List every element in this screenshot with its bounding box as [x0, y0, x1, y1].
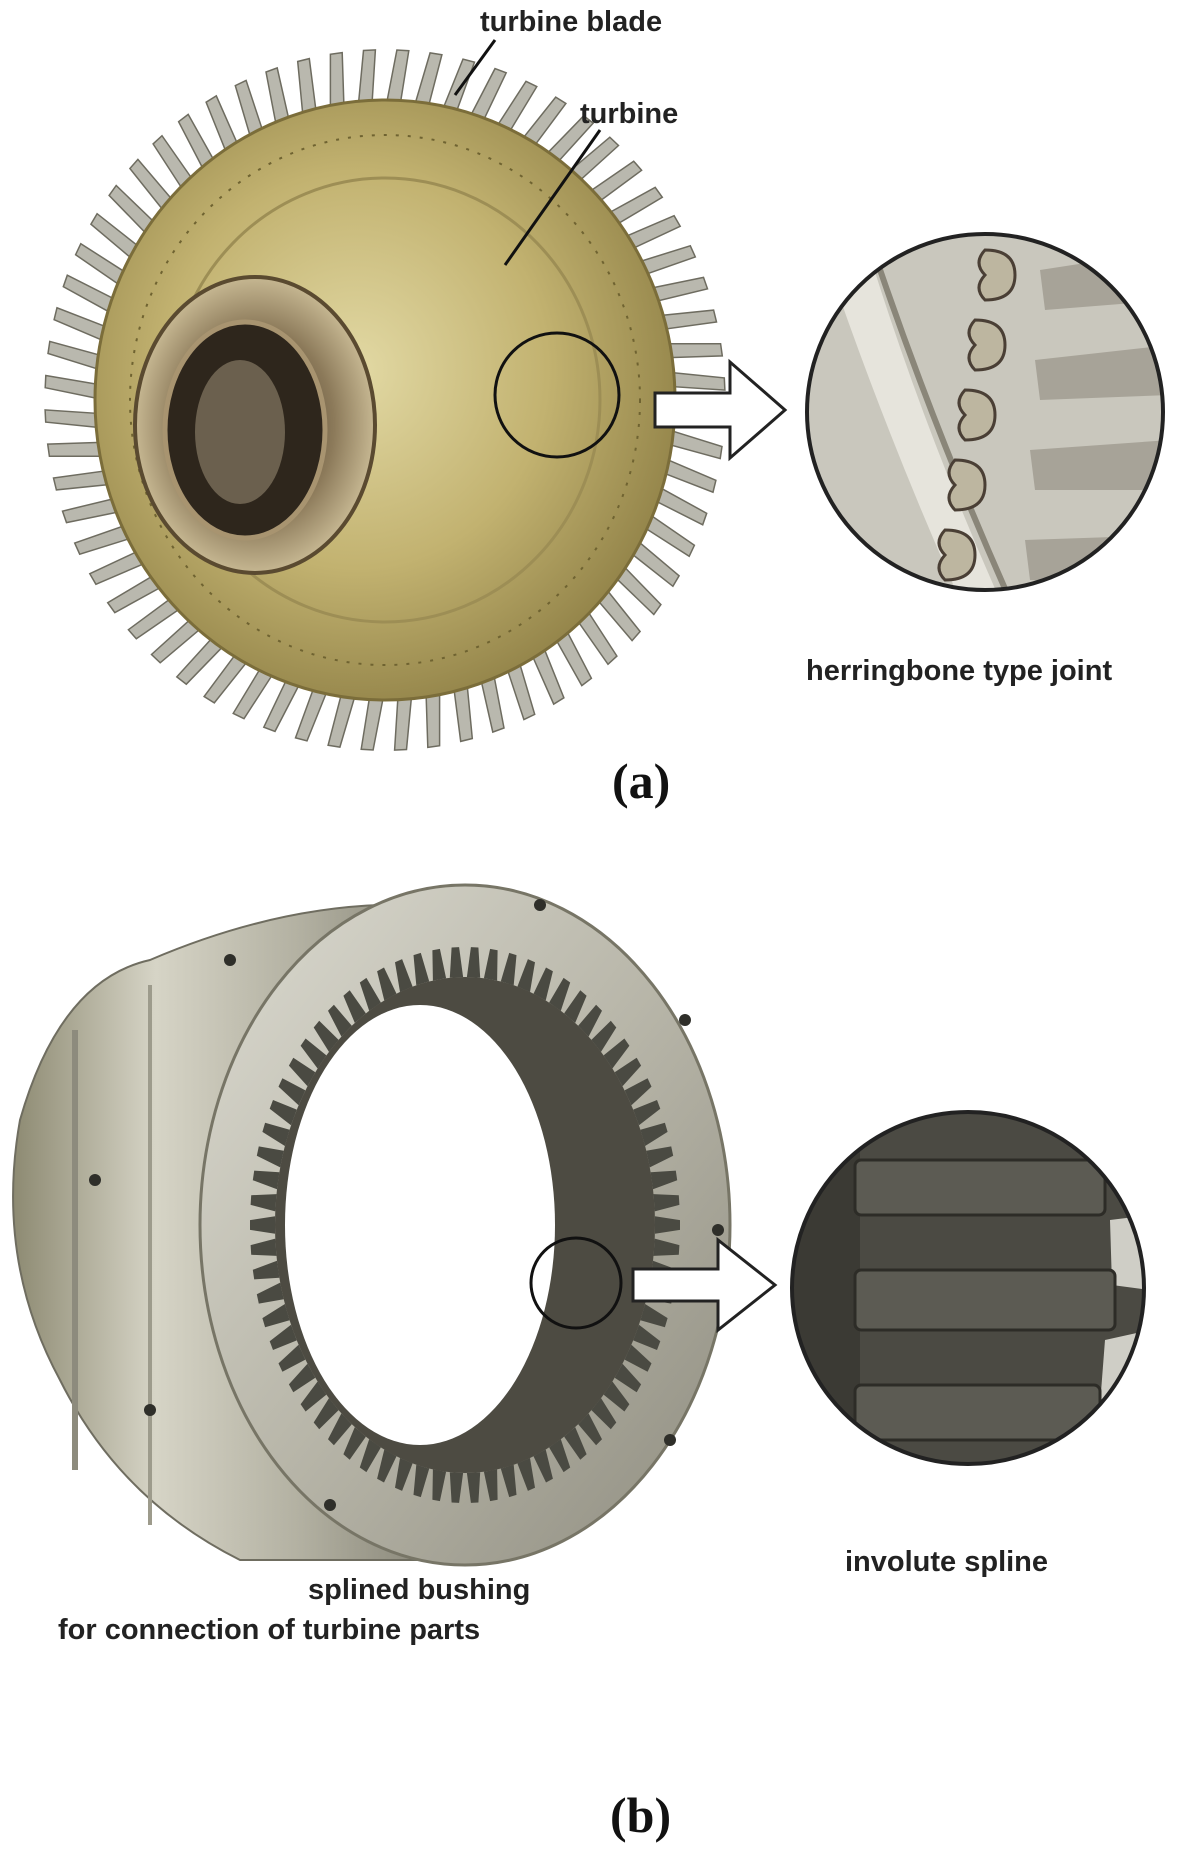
spline-tooth — [300, 1381, 327, 1412]
spline-tooth — [533, 967, 553, 1001]
spline-tooth — [413, 952, 430, 986]
spline-tooth — [640, 1122, 668, 1146]
spline-tooth — [269, 1100, 297, 1126]
spline-tooth — [500, 1464, 517, 1498]
spline-tooth — [517, 1458, 535, 1491]
leader-turbine-blade — [453, 39, 497, 96]
caption-a: (a) — [612, 753, 671, 809]
label-involute-spline: involute spline — [845, 1546, 1049, 1578]
bushing-photo — [12, 883, 732, 1567]
spline-tooth — [377, 1449, 397, 1483]
spline-tooth — [328, 1004, 352, 1037]
arrow-to-zoom-b — [631, 1236, 778, 1334]
spline-tooth — [578, 1004, 602, 1037]
spline-tooth — [533, 1449, 553, 1483]
spline-tooth — [250, 1216, 276, 1234]
spline-tooth — [653, 1238, 680, 1256]
spline-tooth — [359, 1439, 381, 1473]
spline-tooth — [517, 959, 535, 992]
spline-tooth — [395, 959, 413, 992]
spline-tooth — [646, 1146, 674, 1168]
spline-tooth — [395, 1458, 413, 1491]
spline-tooth — [653, 1194, 680, 1212]
leader-turbine — [503, 129, 602, 266]
spline-tooth — [278, 1078, 306, 1106]
label-turbine-blade: turbine blade — [480, 6, 663, 38]
spline-tooth — [256, 1282, 284, 1304]
turbine-photo — [44, 39, 726, 751]
spline-tooth — [564, 1427, 587, 1460]
spline-tooth — [313, 1398, 339, 1430]
spline-tooth — [449, 1472, 464, 1503]
spline-tooth — [633, 1100, 661, 1126]
spline-tooth — [640, 1304, 668, 1328]
zoom-involute-spline — [790, 1110, 1146, 1466]
spline-tooth — [413, 1464, 430, 1498]
spline-tooth — [614, 1363, 642, 1393]
label-turbine: turbine — [580, 98, 679, 130]
spline-tooth — [654, 1216, 680, 1234]
spline-tooth — [449, 947, 464, 978]
spline-tooth — [549, 1439, 571, 1473]
zoom-herringbone-joint — [805, 232, 1165, 592]
spline-tooth — [500, 952, 517, 986]
spline-tooth — [564, 990, 587, 1023]
spline-tooth — [633, 1324, 661, 1350]
spline-tooth — [377, 967, 397, 1001]
spline-tooth — [591, 1020, 617, 1052]
spline-tooth — [650, 1170, 678, 1190]
spline-tooth — [578, 1413, 602, 1446]
spline-tooth — [343, 990, 366, 1023]
detail-circle-joint — [493, 331, 621, 459]
spline-tooth — [313, 1020, 339, 1052]
spline-tooth — [300, 1038, 327, 1069]
spline-tooth — [591, 1398, 617, 1430]
spline-tooth — [483, 948, 498, 981]
spline-tooth — [269, 1324, 297, 1350]
spline-tooth — [252, 1260, 280, 1280]
spline-tooth — [483, 1469, 498, 1502]
spline-tooth — [262, 1122, 290, 1146]
spline-tooth — [252, 1170, 280, 1190]
bushing-bore — [285, 1005, 555, 1445]
spline-tooth — [624, 1078, 652, 1106]
spline-tooth — [614, 1057, 642, 1087]
spline-tooth — [250, 1194, 277, 1212]
spline-tooth — [288, 1363, 316, 1393]
spline-tooth — [466, 1472, 481, 1503]
spline-tooth — [466, 947, 481, 978]
spline-tooth — [250, 1238, 277, 1256]
spline-tooth — [328, 1413, 352, 1446]
spline-tooth — [432, 948, 447, 981]
spline-tooth — [359, 977, 381, 1011]
spline-tooth — [343, 1427, 366, 1460]
label-splined-bushing: splined bushing — [308, 1574, 531, 1606]
arrow-to-zoom-a — [653, 358, 788, 462]
spline-tooth — [603, 1038, 630, 1069]
spline-tooth — [624, 1344, 652, 1372]
spline-tooth — [603, 1381, 630, 1412]
label-bushing-purpose: for connection of turbine parts — [58, 1614, 481, 1646]
spline-tooth — [262, 1304, 290, 1328]
label-herringbone-joint: herringbone type joint — [806, 655, 1113, 687]
spline-tooth — [432, 1469, 447, 1502]
spline-tooth — [549, 977, 571, 1011]
caption-b: (b) — [610, 1787, 672, 1843]
spline-tooth — [288, 1057, 316, 1087]
spline-tooth — [278, 1344, 306, 1372]
detail-circle-spline — [529, 1236, 623, 1330]
bushing-spline-teeth — [250, 947, 680, 1503]
spline-tooth — [256, 1146, 284, 1168]
